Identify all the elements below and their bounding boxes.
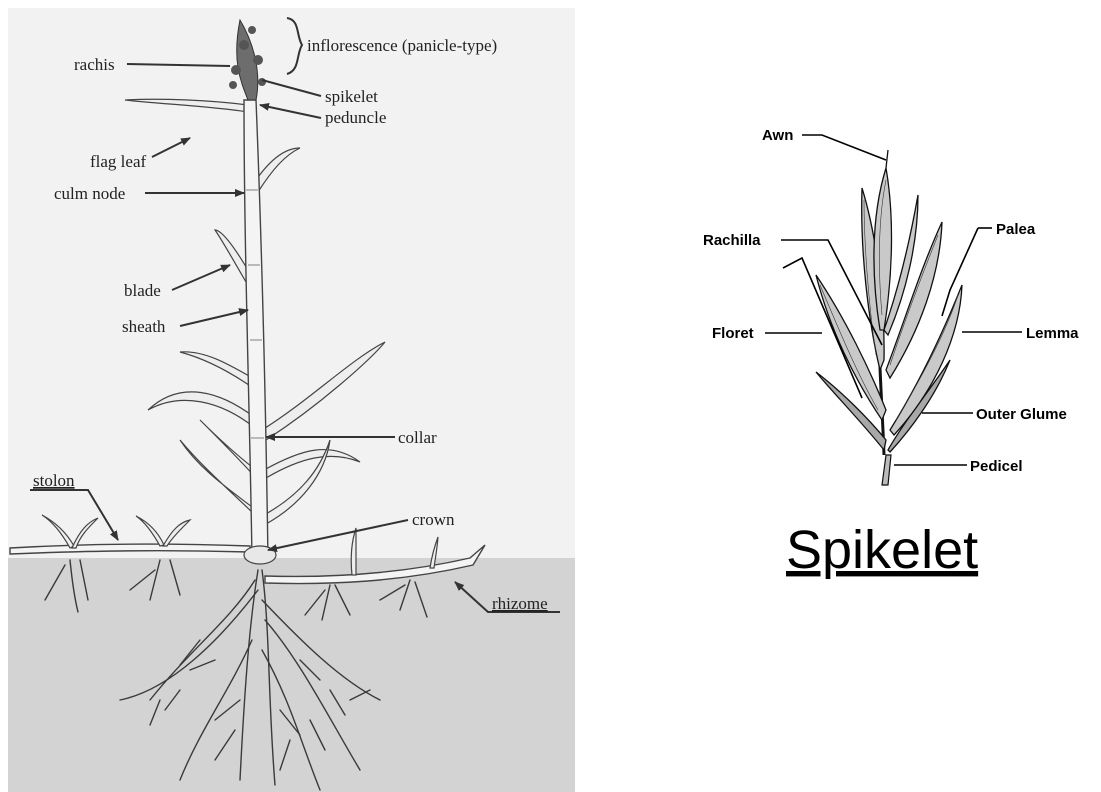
label-pedicel: Pedicel bbox=[970, 458, 1023, 475]
label-flag-leaf: flag leaf bbox=[90, 152, 146, 171]
label-culm-node: culm node bbox=[54, 184, 125, 203]
awn-pointer bbox=[802, 135, 886, 160]
awn bbox=[886, 150, 888, 168]
label-floret: Floret bbox=[712, 325, 754, 342]
label-peduncle: peduncle bbox=[325, 108, 386, 127]
soil-background bbox=[8, 558, 575, 792]
label-inflorescence: inflorescence (panicle-type) bbox=[307, 36, 497, 55]
sky-background bbox=[8, 8, 575, 558]
label-rhizome: rhizome bbox=[492, 594, 548, 613]
floret-top bbox=[874, 168, 892, 330]
pedicel bbox=[882, 455, 891, 485]
label-lemma: Lemma bbox=[1026, 325, 1079, 342]
label-awn: Awn bbox=[762, 127, 793, 144]
label-crown: crown bbox=[412, 510, 455, 529]
label-stolon: stolon bbox=[33, 471, 75, 490]
label-palea: Palea bbox=[996, 221, 1036, 238]
label-spikelet: spikelet bbox=[325, 87, 378, 106]
spikelet-title: Spikelet bbox=[786, 520, 978, 580]
label-outer-glume: Outer Glume bbox=[976, 406, 1067, 423]
label-sheath: sheath bbox=[122, 317, 166, 336]
spikelet-panel: Awn Rachilla Palea Floret Lemma Outer Gl… bbox=[703, 127, 1079, 580]
plant-panel: rachis inflorescence (panicle-type) spik… bbox=[8, 8, 575, 792]
outer-glume-right bbox=[888, 360, 950, 452]
label-rachis: rachis bbox=[74, 55, 115, 74]
label-blade: blade bbox=[124, 281, 161, 300]
label-collar: collar bbox=[398, 428, 437, 447]
label-rachilla: Rachilla bbox=[703, 232, 761, 249]
